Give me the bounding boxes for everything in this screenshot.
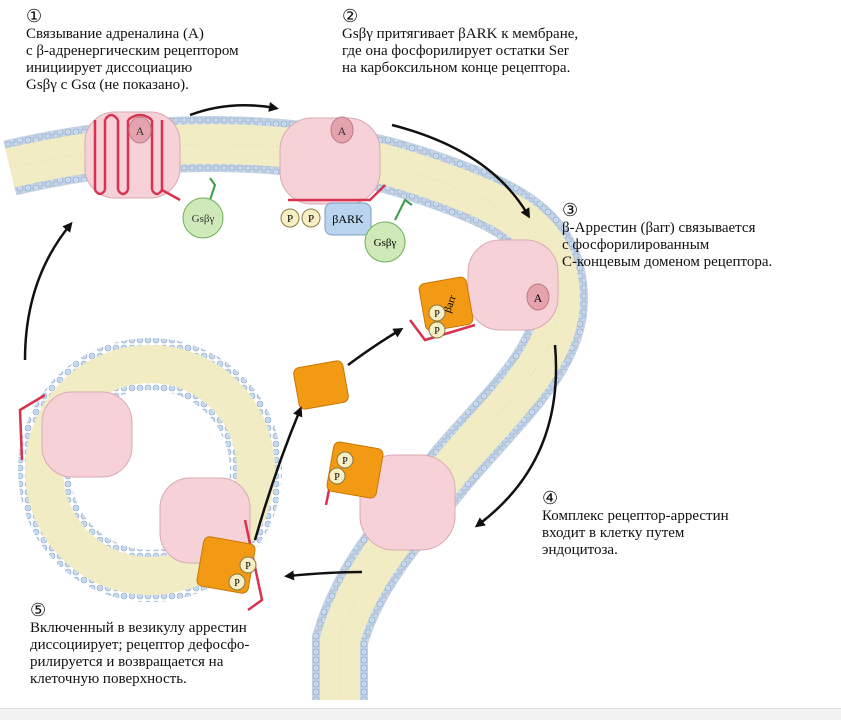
adrenaline-label-3: A [534,291,543,305]
step-4-number: ④ [542,488,559,508]
bark-label: βARK [332,212,364,226]
step-1-line-2: с β-адренергическим рецептором [26,43,239,59]
g-protein-step2: Gsβγ [364,198,413,263]
step-1-caption: ① Связывание адреналина (А) с β-адренерг… [26,6,239,94]
step-2-caption: ② Gsβγ притягивает βARK к мембране, где … [342,6,578,77]
step-4-line-2: входит в клетку путем [542,525,685,541]
step-1-number: ① [26,6,43,26]
receptor-vesicle-left [18,391,133,478]
step-1-line-4: Gsβγ с Gsα (не показано). [26,77,189,93]
step-5-line-2: диссоциирует; рецептор дефосфо- [30,637,250,653]
step-5-caption: ⑤ Включенный в везикулу аррестин диссоци… [30,600,249,688]
step-5-line-4: клеточную поверхность. [30,671,187,687]
step-4-line-3: эндоцитоза. [542,542,618,558]
adrenaline-label: A [136,124,145,138]
phosphate-label-5: P [342,456,348,467]
step-1-line-3: инициирует диссоциацию [26,60,193,76]
step-3-line-2: с фосфорилированным [562,237,710,253]
g-protein-label-1: Gsβγ [192,213,215,225]
phosphate-label-1: P [287,213,293,225]
phosphates-step2: P P [280,208,321,228]
step-5-line-1: Включенный в везикулу аррестин [30,620,247,636]
arrestin-vesicle: P P [196,536,257,594]
arrow-4-to-5 [284,570,363,581]
step-2-line-1: Gsβγ притягивает βARK к мембране, [342,26,579,42]
vesicle [18,338,282,602]
step-4-line-1: Комплекс рецептор-аррестин [542,508,729,524]
arrestin-step3: βarr P P [418,276,474,339]
step-3-number: ③ [562,200,579,220]
step-3-line-1: β-Аррестин (βarr) связывается [562,220,756,236]
step-5-number: ⑤ [30,600,47,620]
arrestin-free [293,360,349,410]
phosphate-label-8: P [234,578,240,589]
step-3-line-3: С-концевым доменом рецептора. [562,254,773,270]
cycle-arrows [23,102,558,581]
receptor-step3: A [409,239,559,342]
phosphate-label-6: P [334,472,340,483]
arrow-3-to-4 [474,344,558,528]
step-2-line-2: где она фосфорилирует остатки Ser [342,43,569,59]
step-2-line-3: на карбоксильном конце рецептора. [342,60,571,76]
phosphate-label-4: P [434,326,440,337]
arrow-2-to-3 [391,123,531,219]
arrestin-label: βarr [441,293,458,314]
bark-kinase: βARK [324,202,372,236]
arrow-5-to-1 [23,221,73,361]
step-1-line-1: Связывание адреналина (А) [26,26,204,42]
arrow-free-arrestin-to-step3 [347,327,404,367]
receptor-step2: A [279,116,386,205]
bottom-strip [0,708,841,720]
arrow-1-to-2 [189,102,279,117]
phosphate-label-2: P [308,213,314,225]
arrow-vesicle-to-free-arrestin [253,406,303,541]
g-protein-label-2: Gsβγ [374,237,397,249]
step-3-caption: ③ β-Аррестин (βarr) связывается с фосфор… [562,200,772,271]
phosphate-label-7: P [245,561,251,572]
step-5-line-3: рилируется и возвращается на [30,654,224,670]
g-protein-step1: Gsβγ [182,177,224,239]
phosphate-label-3: P [434,309,440,320]
step-2-number: ② [342,6,359,26]
receptor-step1: A [84,111,181,202]
adrenaline-label-2: A [338,124,347,138]
step-4-caption: ④ Комплекс рецептор-аррестин входит в кл… [542,488,729,559]
arrestin-step4: P P [326,441,384,499]
